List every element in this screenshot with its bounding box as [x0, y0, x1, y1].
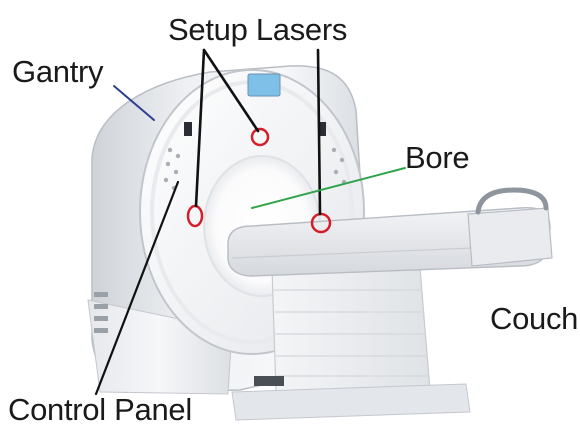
gantry-display — [248, 74, 280, 96]
floor-base-plate — [232, 384, 470, 420]
vent-slot — [94, 304, 108, 309]
label-gantry: Gantry — [12, 56, 103, 87]
couch-end-block — [468, 208, 552, 266]
gantry-marker-left — [184, 122, 192, 136]
couch-pedestal — [272, 268, 430, 392]
vent-slot — [94, 316, 108, 321]
label-control-panel: Control Panel — [8, 394, 192, 425]
base-bracket — [254, 376, 284, 386]
vent-slot — [94, 292, 108, 297]
vent-slot — [94, 328, 108, 333]
label-setup-lasers: Setup Lasers — [168, 14, 347, 45]
label-couch: Couch — [490, 303, 578, 334]
label-bore: Bore — [405, 142, 469, 173]
